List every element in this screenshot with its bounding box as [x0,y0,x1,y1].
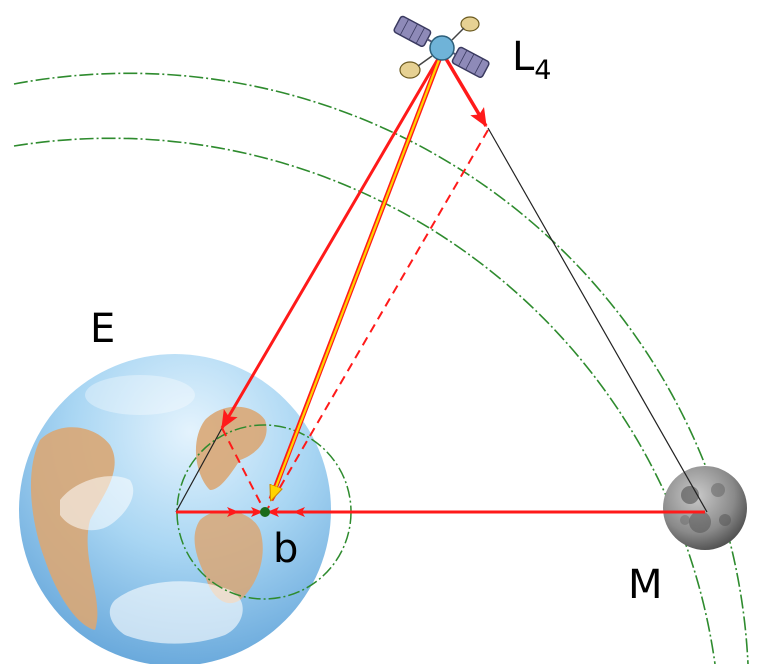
dashed-line-earth-force-to-barycenter [221,427,265,511]
barycenter-dot [260,507,270,517]
l4-moon-edge [487,127,708,513]
lagrange-label-base: L [512,34,535,80]
l4-force-arrows [220,51,488,500]
lagrange-label-subscript: 4 [534,55,551,86]
earth-globe-icon [19,354,331,666]
moon-label: M [628,562,663,608]
satellite-icon [393,15,490,79]
earth-l4-small-edge [175,427,223,513]
l4-to-moon-force-arrow [440,51,488,128]
l4-to-earth-force-arrow [220,51,444,430]
dashed-line-l4-to-barycenter [267,129,489,509]
outer-orbit-arc [13,72,749,665]
lagrange-point-label: L4 [512,34,551,86]
dashed-force-components [221,129,489,511]
earth-label: E [90,306,115,352]
barycenter-label: b [273,526,298,572]
triangle-edges [175,127,708,513]
resultant-force-arrow [271,51,444,500]
